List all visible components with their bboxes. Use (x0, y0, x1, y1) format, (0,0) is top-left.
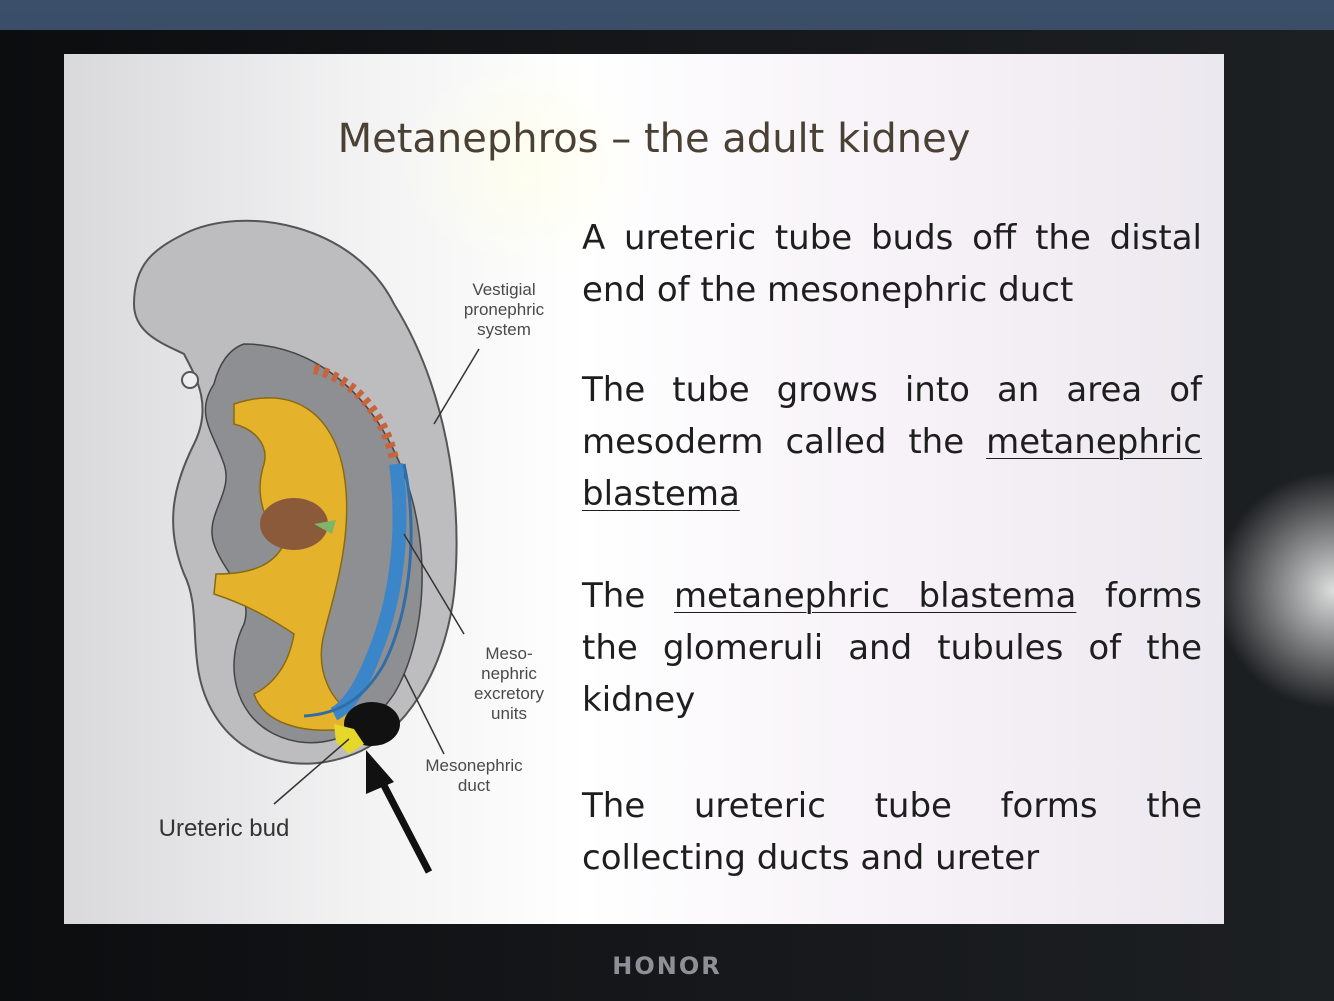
label-vestigial-pronephric: Vestigial pronephric system (444, 280, 564, 340)
label-duct-line1: Mesonephric (404, 756, 544, 776)
embryo-diagram: Vestigial pronephric system Meso- nephri… (104, 194, 564, 894)
label-duct-line2: duct (404, 776, 544, 796)
paragraph-3-lead: The (582, 576, 674, 616)
paragraph-1: A ureteric tube buds off the distal end … (582, 212, 1202, 316)
label-units-line4: units (454, 704, 564, 724)
paragraph-4: The ureteric tube forms the collecting d… (582, 780, 1202, 884)
paragraph-2: The tube grows into an area of mesoderm … (582, 364, 1202, 520)
slide: Metanephros – the adult kidney (64, 54, 1224, 924)
label-ureteric-bud: Ureteric bud (134, 819, 314, 839)
monitor-brand-logo: HONOR (0, 952, 1334, 980)
paragraph-4-text: The ureteric tube forms the collecting d… (582, 786, 1202, 878)
eye-dot (182, 372, 198, 388)
label-vestigial-line1: Vestigial (444, 280, 564, 300)
label-units-line3: excretory (454, 684, 564, 704)
black-arrow-head (366, 750, 394, 794)
paragraph-1-text: A ureteric tube buds off the distal end … (582, 218, 1202, 310)
screen-reflection (1214, 470, 1334, 710)
label-mesonephric-duct: Mesonephric duct (404, 756, 544, 796)
label-mesonephric-units: Meso- nephric excretory units (454, 644, 564, 724)
label-vestigial-line2: pronephric (444, 300, 564, 320)
label-vestigial-line3: system (444, 320, 564, 340)
term-metanephric-blastema-2: metanephric blastema (674, 576, 1076, 616)
paragraph-3: The metanephric blastema forms the glome… (582, 570, 1202, 726)
vestigial-pointer (434, 349, 479, 424)
label-units-line2: nephric (454, 664, 564, 684)
slide-title: Metanephros – the adult kidney (64, 116, 1224, 162)
label-units-line1: Meso- (454, 644, 564, 664)
